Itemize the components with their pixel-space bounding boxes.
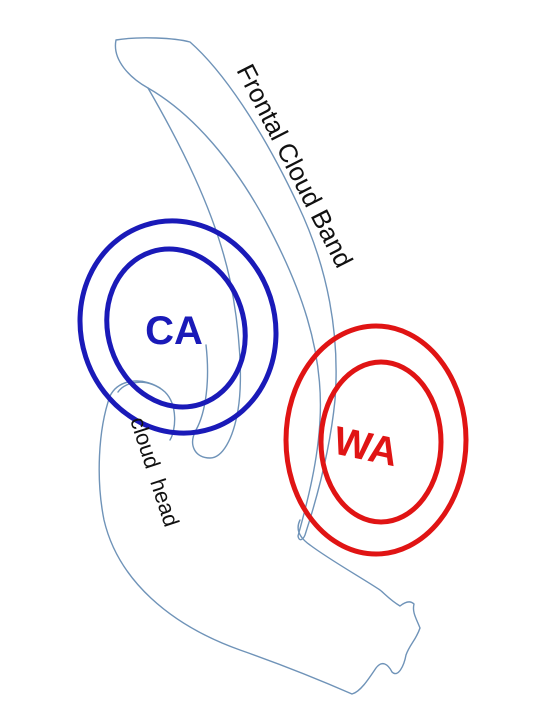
cold-air-outer-ring [77,218,279,436]
warm-air-inner-ring [318,359,444,525]
frontal-cloud-band-outline [114,37,337,541]
frontal-band-hook-outline [147,87,242,459]
warm-air-label: WA [330,419,402,475]
warm-air-outer-ring [283,323,469,557]
frontal-cloud-band-label: Frontal Cloud Band [231,59,359,272]
cold-air-inner-ring [104,246,248,410]
cold-air-label: CA [145,309,203,353]
cloud-head-swirl-outline [117,381,176,441]
cloud-head-outline [98,380,421,695]
